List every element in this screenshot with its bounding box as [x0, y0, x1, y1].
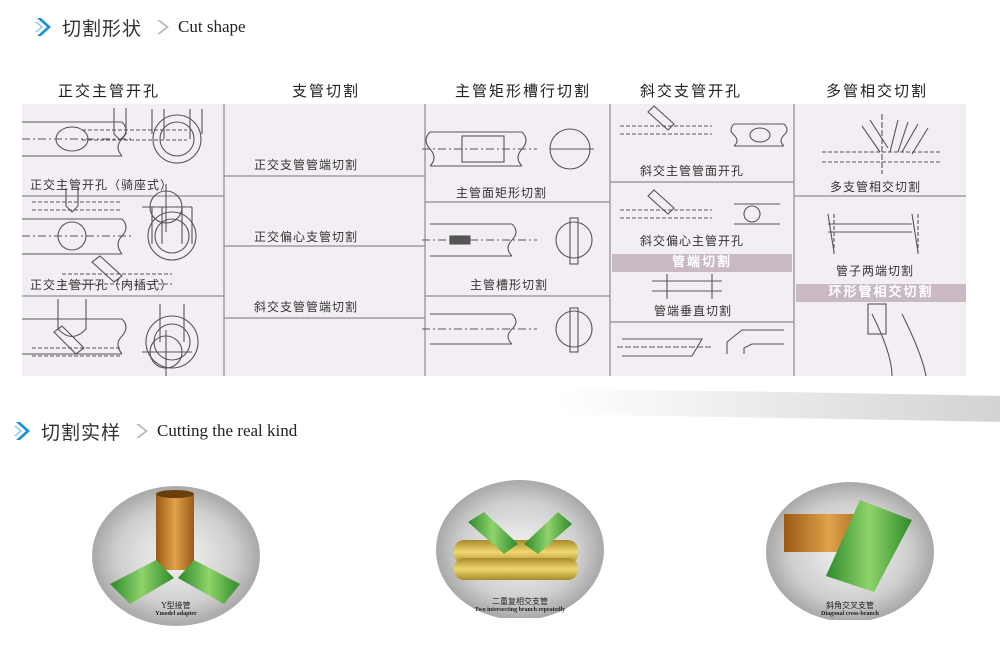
diagram-caption: 斜交支管管端切割: [254, 300, 359, 314]
sample-image: [766, 482, 934, 620]
diagram-caption: 正交主管开孔（骑座式）: [30, 178, 174, 192]
sample-label-en: Diagonal cross-branch: [821, 611, 879, 617]
diagram-caption: 斜交主管管面开孔: [640, 164, 745, 178]
diagram-caption: 正交偏心支管切割: [254, 230, 359, 244]
section-header-cut-shape: 切割形状 Cut shape: [34, 13, 246, 41]
chevron-right-icon: [14, 422, 30, 440]
chevron-right-icon: [136, 424, 149, 438]
sample-label-zh: 斜角交叉支管: [826, 601, 874, 610]
sample-diagonal-cross-branch: 斜角交叉支管 Diagonal cross-branch: [764, 480, 936, 620]
section-header-cutting-real-kind: 切割实样 Cutting the real kind: [13, 417, 297, 445]
column-title: 支管切割: [292, 82, 361, 100]
sample-two-intersecting-branch: 二重复相交支管 Two intersecting branch repeated…: [434, 478, 606, 618]
diagram-caption: 多支管相交切割: [830, 180, 922, 194]
section-title-en: Cut shape: [178, 17, 246, 36]
section-band: 环形管相交切割: [796, 284, 966, 302]
sample-label-zh: 二重复相交支管: [492, 597, 548, 606]
column-title: 多管相交切割: [826, 82, 929, 100]
cut-shape-diagram-sheet: 正交主管开孔（骑座式） 正交主管开孔（内插式） 正交支管管端切割 正交偏心支管切…: [22, 104, 966, 376]
diagram-caption: 管子两端切割: [836, 264, 915, 278]
section-band: 管端切割: [612, 254, 792, 272]
column-title: 正交主管开孔: [58, 82, 161, 100]
technical-drawings: [22, 104, 966, 376]
column-title: 主管矩形槽行切割: [455, 82, 592, 100]
diagram-caption: 主管面矩形切割: [456, 186, 548, 200]
column-titles: 正交主管开孔 支管切割 主管矩形槽行切割 斜交支管开孔 多管相交切割: [22, 80, 966, 100]
diagram-caption: 正交主管开孔（内插式）: [30, 278, 174, 292]
sample-image: [92, 486, 260, 626]
sample-label-en: Two intersecting branch repeatedly: [474, 607, 566, 613]
section-title-en: Cutting the real kind: [157, 421, 298, 440]
column-title: 斜交支管开孔: [640, 82, 743, 100]
section-title-zh: 切割实样: [41, 421, 122, 444]
diagram-caption: 斜交偏心主管开孔: [640, 234, 745, 248]
sample-y-adapter: Y型接管 Ymodel adapter: [90, 486, 262, 626]
diagram-caption: 正交支管管端切割: [254, 158, 359, 172]
chevron-right-icon: [157, 20, 170, 34]
sample-label-en: Ymodel adapter: [155, 611, 197, 617]
sample-image: [436, 480, 604, 618]
diagram-caption: 管端垂直切割: [654, 304, 733, 318]
paper-shadow: [560, 388, 1000, 422]
section-title-zh: 切割形状: [62, 17, 143, 40]
chevron-right-icon: [35, 18, 51, 36]
sample-label-zh: Y型接管: [161, 601, 191, 610]
diagram-caption: 主管槽形切割: [470, 278, 549, 292]
